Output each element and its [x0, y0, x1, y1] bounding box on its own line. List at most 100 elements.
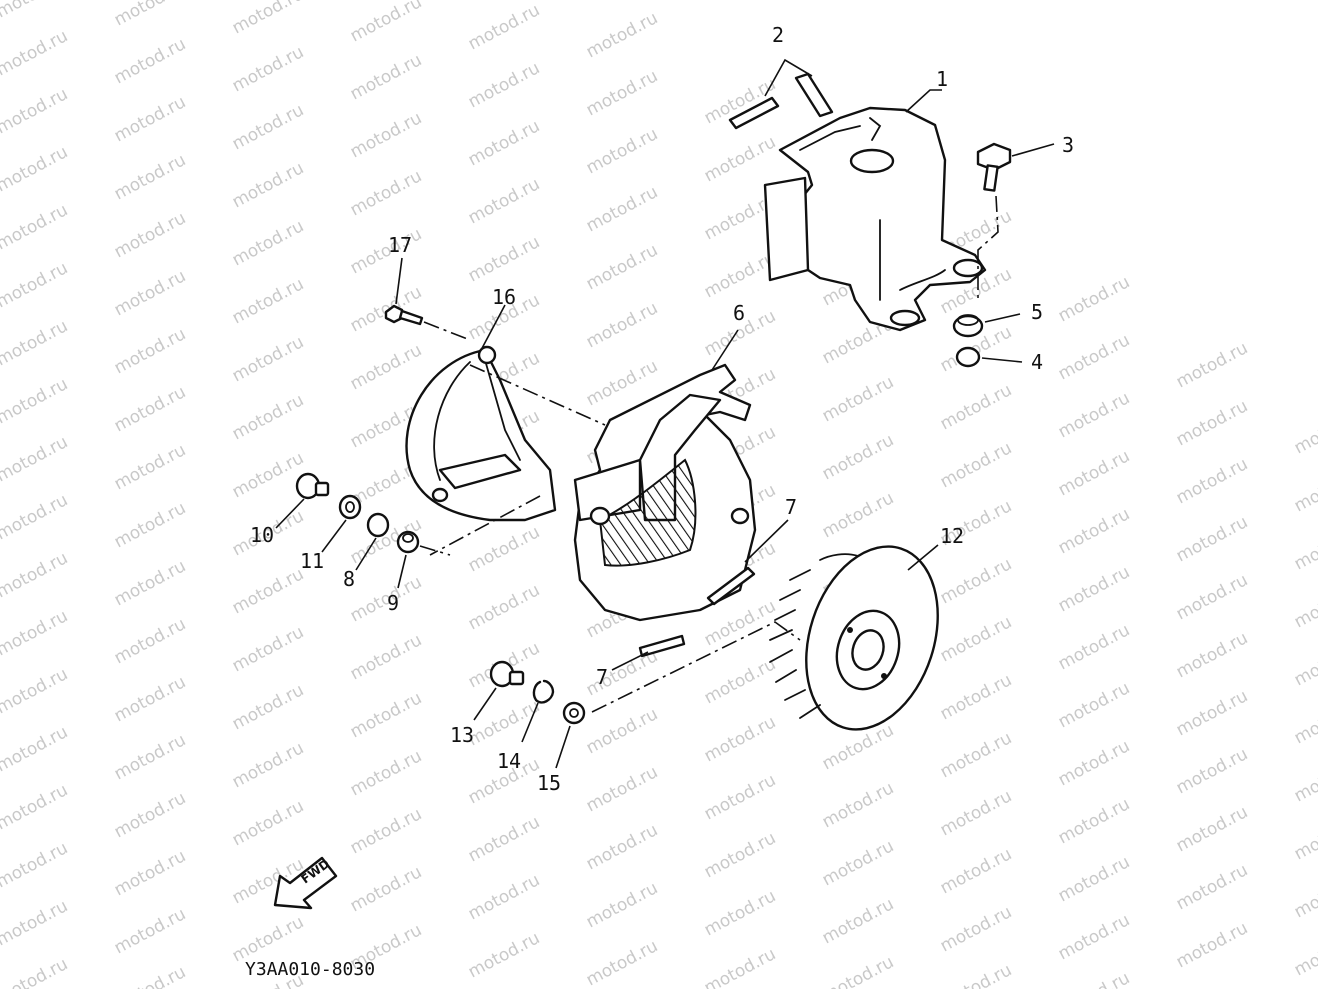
watermark-text: motod.ru — [229, 564, 307, 618]
watermark-text: motod.ru — [229, 100, 307, 154]
watermark-text: motod.ru — [0, 722, 71, 776]
watermark-text: motod.ru — [937, 786, 1015, 840]
callout-16: 16 — [492, 285, 516, 309]
watermark-text: motod.ru — [1055, 678, 1133, 732]
watermark-text: motod.ru — [937, 844, 1015, 898]
watermark-text: motod.ru — [583, 762, 661, 816]
watermark-text: motod.ru — [1055, 562, 1133, 616]
watermark-text: motod.ru — [111, 382, 189, 436]
watermark-text: motod.ru — [819, 488, 897, 542]
watermark-text: motod.ru — [1173, 744, 1251, 798]
callout-12: 12 — [940, 524, 964, 548]
watermark-text: motod.ru — [819, 778, 897, 832]
watermark-text: motod.ru — [819, 894, 897, 948]
watermark-text: motod.ru — [1055, 330, 1133, 384]
part-9-grommet — [396, 530, 451, 589]
watermark-text: motod.ru — [937, 960, 1015, 989]
part-12-flywheel — [591, 544, 939, 731]
watermark-text: motod.ru — [229, 158, 307, 212]
watermark-text: motod.ru — [465, 174, 543, 228]
watermark-text: motod.ru — [937, 438, 1015, 492]
watermark-text: motod.ru — [937, 670, 1015, 724]
watermark-text: motod.ru — [1291, 520, 1318, 574]
watermark-text: motod.ru — [1055, 388, 1133, 442]
watermark-text: motod.ru — [1173, 338, 1251, 392]
watermark-text: motod.ru — [0, 142, 71, 196]
part-14-lock-washer — [521, 679, 555, 743]
watermark-text: motod.ru — [347, 340, 425, 394]
callout-6: 6 — [733, 301, 745, 325]
watermark-text: motod.ru — [1173, 802, 1251, 856]
watermark-text: motod.ru — [111, 266, 189, 320]
watermark-text: motod.ru — [819, 430, 897, 484]
watermark-text: motod.ru — [465, 232, 543, 286]
watermark-text: motod.ru — [111, 614, 189, 668]
watermark-text: motod.ru — [1291, 868, 1318, 922]
watermark-text: motod.ru — [111, 730, 189, 784]
callout-7-upper: 7 — [785, 495, 797, 519]
watermark-text: motod.ru — [583, 878, 661, 932]
watermark-text: motod.ru — [347, 282, 425, 336]
watermark-text: motod.ru — [701, 248, 779, 302]
watermark-text: motod.ru — [347, 804, 425, 858]
watermark-text: motod.ru — [1055, 620, 1133, 674]
watermark-text: motod.ru — [1055, 446, 1133, 500]
part-4-nut — [955, 346, 1023, 368]
watermark-text: motod.ru — [819, 952, 897, 989]
watermark-text: motod.ru — [937, 902, 1015, 956]
watermark-text: motod.ru — [0, 84, 71, 138]
watermark-text: motod.ru — [111, 440, 189, 494]
watermark-text: motod.ru — [701, 770, 779, 824]
part-8-collar — [355, 512, 390, 571]
watermark-text: motod.ru — [111, 34, 189, 88]
watermark-text: motod.ru — [347, 224, 425, 278]
watermark-text: motod.ru — [583, 704, 661, 758]
watermark-text: motod.ru — [0, 548, 71, 602]
watermark-text: motod.ru — [1055, 272, 1133, 326]
diagram-code: Y3AA010-8030 — [245, 959, 375, 980]
watermark-text: motod.ru — [1055, 794, 1133, 848]
watermark-text: motod.ru — [1291, 752, 1318, 806]
watermark-text: motod.ru — [347, 688, 425, 742]
watermark-text: motod.ru — [1055, 736, 1133, 790]
callout-17: 17 — [388, 233, 412, 257]
watermark-text: motod.ru — [229, 42, 307, 96]
watermark-text: motod.ru — [1291, 404, 1318, 458]
watermark-text: motod.ru — [937, 728, 1015, 782]
part-7-pins — [611, 519, 789, 671]
watermark-text: motod.ru — [111, 208, 189, 262]
watermark-text: motod.ru — [1055, 504, 1133, 558]
part-15-washer — [555, 701, 586, 769]
watermark-text: motod.ru — [465, 116, 543, 170]
part-5-damper — [952, 313, 1021, 338]
watermark-text: motod.ru — [229, 796, 307, 850]
watermark-text: motod.ru — [111, 498, 189, 552]
watermark-text: motod.ru — [701, 712, 779, 766]
watermark-text: motod.ru — [0, 26, 71, 80]
watermark-text: motod.ru — [347, 108, 425, 162]
watermark-text: motod.ru — [1173, 918, 1251, 972]
watermark-text: motod.ru — [465, 928, 543, 982]
callout-15: 15 — [537, 771, 561, 795]
watermark-text: motod.ru — [465, 58, 543, 112]
watermark-text: motod.ru — [111, 92, 189, 146]
watermark-text: motod.ru — [1173, 686, 1251, 740]
watermark-text: motod.ru — [1291, 462, 1318, 516]
watermark-text: motod.ru — [701, 654, 779, 708]
watermark-text: motod.ru — [583, 820, 661, 874]
watermark-text: motod.ru — [111, 846, 189, 900]
watermark-text: motod.ru — [1173, 570, 1251, 624]
watermark-text: motod.ru — [347, 862, 425, 916]
watermark-text: motod.ru — [701, 828, 779, 882]
callout-1: 1 — [936, 67, 948, 91]
watermark-text: motod.ru — [229, 738, 307, 792]
watermark-text: motod.ru — [0, 606, 71, 660]
watermark-text: motod.ru — [0, 0, 71, 22]
watermark-text: motod.ru — [0, 896, 71, 950]
watermark-text: motod.ru — [111, 962, 189, 989]
part-10-bolt — [275, 472, 330, 529]
watermark-text: motod.ru — [347, 0, 425, 46]
watermark-text: motod.ru — [701, 944, 779, 989]
callout-10: 10 — [250, 523, 274, 547]
callout-7-lower: 7 — [596, 665, 608, 689]
